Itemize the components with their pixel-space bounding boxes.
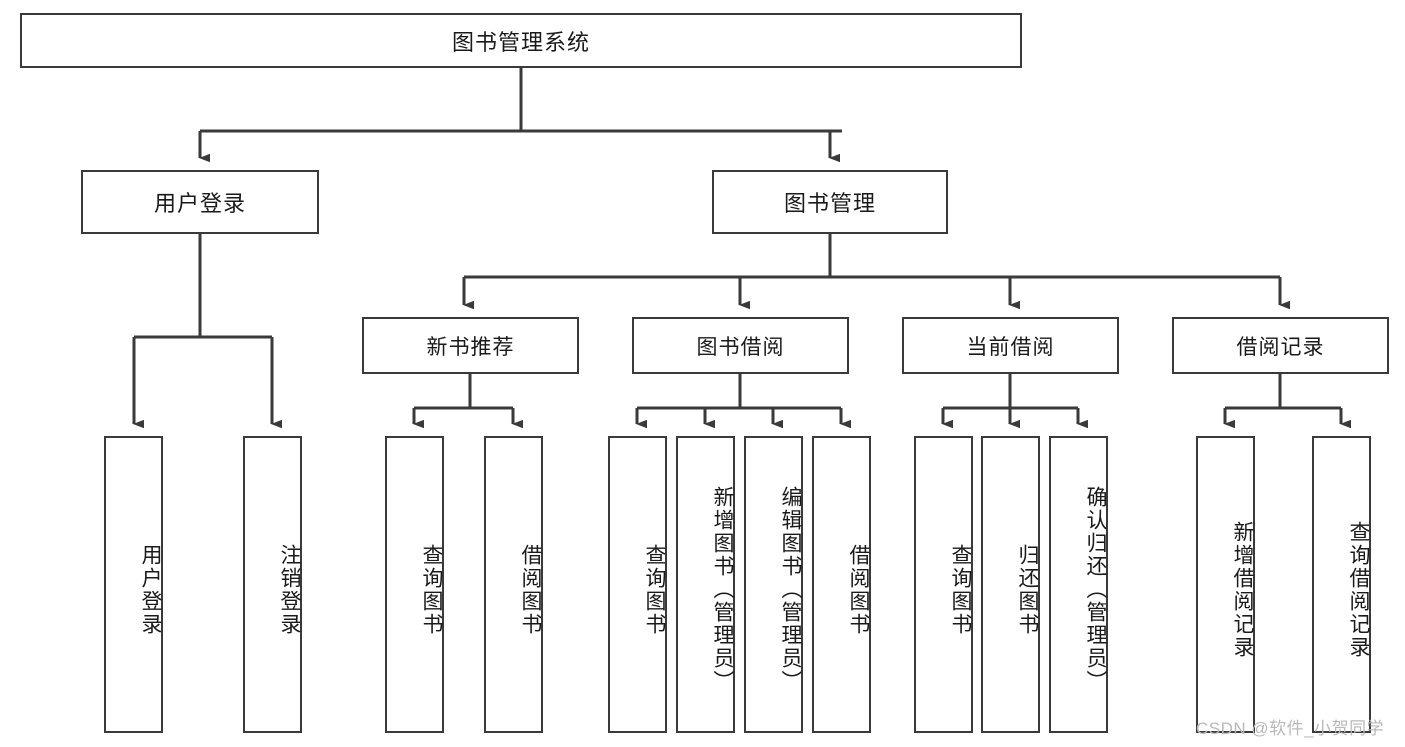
node-leaf-query-book-2-label: 查询图书 — [643, 543, 666, 636]
node-book-borrow-label: 图书借阅 — [696, 335, 785, 359]
node-leaf-query-record-label: 查询借阅记录 — [1347, 520, 1370, 659]
node-book-manage[interactable]: 图书管理 — [712, 170, 948, 234]
node-leaf-query-book-3[interactable]: 查询图书 — [914, 436, 973, 733]
node-new-book-recommend-label: 新书推荐 — [426, 335, 515, 359]
node-leaf-logout-label: 注销登录 — [278, 543, 301, 636]
connector-userlogin-to-leaves — [132, 234, 282, 429]
node-user-login[interactable]: 用户登录 — [81, 170, 319, 234]
node-leaf-borrow-book-2[interactable]: 借阅图书 — [812, 436, 871, 733]
node-leaf-query-book-3-label: 查询图书 — [949, 543, 972, 636]
node-root-label: 图书管理系统 — [451, 29, 590, 55]
node-leaf-return-book[interactable]: 归还图书 — [981, 436, 1040, 733]
node-leaf-query-record[interactable]: 查询借阅记录 — [1312, 436, 1371, 733]
node-new-book-recommend[interactable]: 新书推荐 — [362, 317, 579, 374]
node-leaf-confirm-return-label: 确认归还（管理员） — [1084, 486, 1107, 693]
node-current-borrow-label: 当前借阅 — [966, 335, 1055, 359]
node-leaf-user-login-label: 用户登录 — [139, 543, 162, 636]
node-user-login-label: 用户登录 — [153, 191, 246, 216]
node-current-borrow[interactable]: 当前借阅 — [902, 317, 1119, 374]
node-borrow-record[interactable]: 借阅记录 — [1172, 317, 1389, 374]
node-leaf-user-login[interactable]: 用户登录 — [104, 436, 163, 733]
node-book-borrow[interactable]: 图书借阅 — [632, 317, 849, 374]
node-leaf-borrow-book-1[interactable]: 借阅图书 — [484, 436, 543, 733]
node-leaf-query-book-1-label: 查询图书 — [420, 543, 443, 636]
node-leaf-query-book-2[interactable]: 查询图书 — [608, 436, 667, 733]
node-leaf-edit-book-label: 编辑图书（管理员） — [779, 486, 802, 693]
connector-currentborrow-to-leaves — [941, 374, 1088, 429]
node-leaf-confirm-return[interactable]: 确认归还（管理员） — [1049, 436, 1108, 733]
node-borrow-record-label: 借阅记录 — [1236, 335, 1325, 359]
node-leaf-add-record-label: 新增借阅记录 — [1231, 520, 1254, 659]
node-root-book-management-system[interactable]: 图书管理系统 — [20, 13, 1022, 68]
node-leaf-edit-book[interactable]: 编辑图书（管理员） — [744, 436, 803, 733]
connector-bookmanage-to-level2 — [462, 234, 1290, 310]
node-leaf-add-book[interactable]: 新增图书（管理员） — [676, 436, 735, 733]
node-leaf-add-book-label: 新增图书（管理员） — [711, 486, 734, 693]
node-leaf-logout[interactable]: 注销登录 — [243, 436, 302, 733]
node-leaf-borrow-book-1-label: 借阅图书 — [519, 543, 542, 636]
connector-newbook-to-leaves — [412, 374, 523, 429]
node-leaf-add-record[interactable]: 新增借阅记录 — [1196, 436, 1255, 733]
connector-root-to-level1 — [198, 68, 842, 163]
node-leaf-borrow-book-2-label: 借阅图书 — [847, 543, 870, 636]
connector-borrowrecord-to-leaves — [1223, 374, 1351, 429]
node-book-manage-label: 图书管理 — [783, 191, 876, 216]
node-leaf-return-book-label: 归还图书 — [1016, 543, 1039, 636]
node-leaf-query-book-1[interactable]: 查询图书 — [385, 436, 444, 733]
connector-bookborrow-to-leaves — [635, 374, 851, 429]
